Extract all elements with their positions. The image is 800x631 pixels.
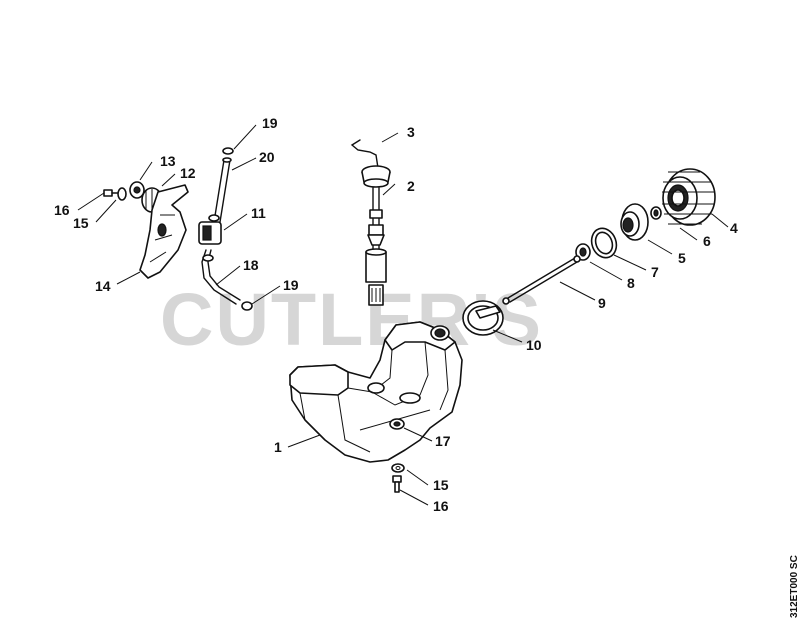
reference-code: 312ET000 SC xyxy=(789,555,800,618)
callout-12: 12 xyxy=(180,165,196,181)
part-9-cap-tether xyxy=(502,255,581,305)
callout-15-left: 15 xyxy=(73,215,89,231)
part-19-clip-top xyxy=(222,147,234,155)
callout-3: 3 xyxy=(407,124,415,140)
part-2-pickup-hose xyxy=(365,187,387,306)
part-14-bracket xyxy=(139,184,189,279)
callout-16-left: 16 xyxy=(54,202,70,218)
part-16-screw-left xyxy=(103,189,119,197)
callout-7: 7 xyxy=(651,264,659,280)
part-3-vent-cap xyxy=(350,139,391,188)
callout-10: 10 xyxy=(526,337,542,353)
callout-19-top: 19 xyxy=(262,115,278,131)
callout-1: 1 xyxy=(274,439,282,455)
part-10-fuel-cap xyxy=(462,300,504,336)
part-1-tank-body xyxy=(289,321,463,463)
part-15-washer-left xyxy=(117,187,127,201)
callout-18: 18 xyxy=(243,257,259,273)
part-17-plug xyxy=(389,418,405,430)
callout-6: 6 xyxy=(703,233,711,249)
callout-14: 14 xyxy=(95,278,111,294)
callout-13: 13 xyxy=(160,153,176,169)
part-6-retainer-clip xyxy=(650,206,662,220)
part-15-washer-bottom xyxy=(391,463,405,473)
callout-20: 20 xyxy=(259,149,275,165)
part-18-fuel-line xyxy=(201,249,241,305)
part-11-fuel-filter xyxy=(198,214,222,245)
callout-labels: 1 2 3 4 5 6 7 8 9 10 11 12 13 14 15 15 1… xyxy=(54,115,738,514)
callout-11: 11 xyxy=(251,205,266,221)
callout-17: 17 xyxy=(435,433,451,449)
part-4-tank-cap xyxy=(662,168,716,226)
leader-lines xyxy=(77,124,729,506)
callout-2: 2 xyxy=(407,178,415,194)
part-7-gasket xyxy=(590,227,618,259)
callout-15-bottom: 15 xyxy=(433,477,449,493)
part-5-cap-seal-holder xyxy=(620,203,649,241)
callout-16-bottom: 16 xyxy=(433,498,449,514)
callout-5: 5 xyxy=(678,250,686,266)
part-16-screw-bottom xyxy=(392,475,402,493)
part-19-clip-bottom xyxy=(241,301,253,311)
part-20-fuel-line xyxy=(213,157,232,223)
part-13-bushing xyxy=(129,181,145,199)
callout-9: 9 xyxy=(598,295,606,311)
callout-8: 8 xyxy=(627,275,635,291)
part-8-tether-disc xyxy=(575,243,591,261)
callout-19-bottom: 19 xyxy=(283,277,299,293)
callout-4: 4 xyxy=(730,220,738,236)
